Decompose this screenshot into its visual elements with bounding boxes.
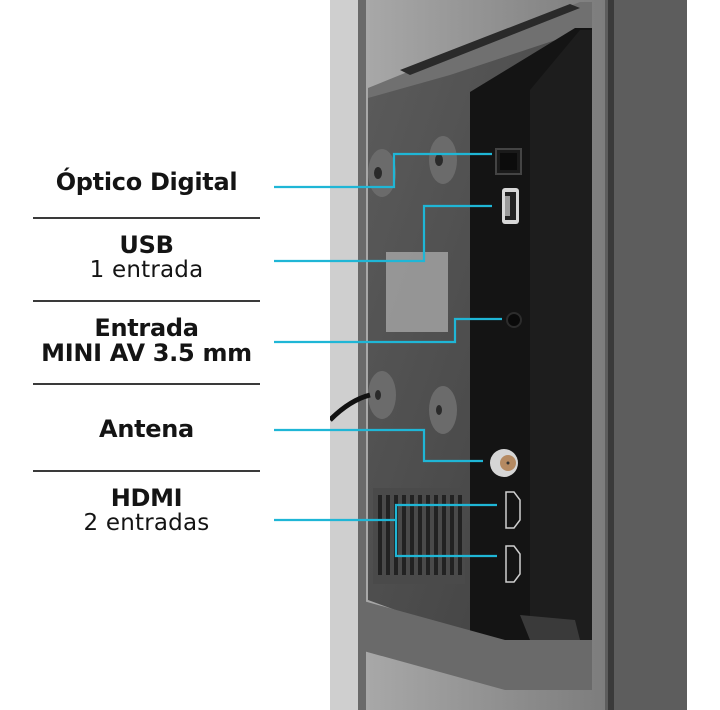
label-mini-av-title: Entrada [94, 314, 199, 342]
divider [33, 300, 260, 302]
label-hdmi-title: HDMI [110, 484, 183, 512]
divider [33, 470, 260, 472]
divider [33, 217, 260, 219]
tv-rear-photo [330, 0, 687, 710]
label-optical-title: Óptico Digital [55, 168, 238, 196]
label-antenna-title: Antena [99, 415, 194, 443]
label-hdmi-subtitle: 2 entradas [83, 510, 210, 537]
mini-av-port-icon [506, 312, 522, 328]
label-usb: USB 1 entrada [33, 231, 260, 284]
label-usb-subtitle: 1 entrada [89, 257, 204, 284]
antenna-port-icon [490, 449, 518, 477]
optical-port-icon [495, 148, 522, 175]
label-antenna: Antena [33, 415, 260, 443]
label-mini-av: Entrada MINI AV 3.5 mm [33, 314, 260, 368]
label-usb-title: USB [119, 231, 174, 259]
label-hdmi: HDMI 2 entradas [33, 484, 260, 537]
tv-rear-illustration [330, 0, 687, 710]
usb-port-icon [502, 188, 519, 224]
label-optical: Óptico Digital [33, 168, 260, 196]
label-mini-av-title2: MINI AV 3.5 mm [41, 339, 252, 368]
hdmi-port-icon [505, 491, 521, 583]
divider [33, 383, 260, 385]
